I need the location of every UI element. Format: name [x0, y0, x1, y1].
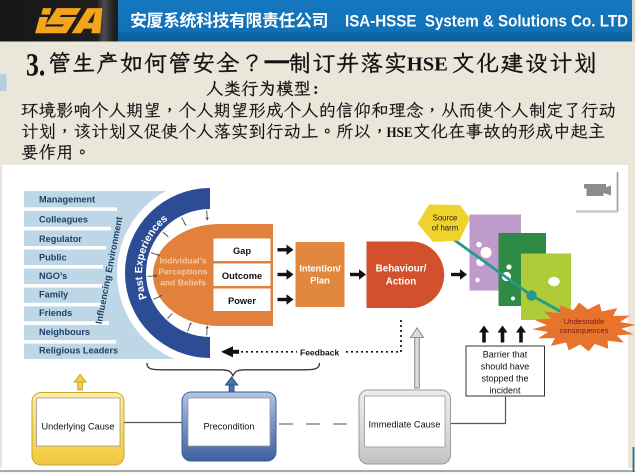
svg-text:Intention/: Intention/ [299, 264, 341, 274]
svg-text:should have: should have [481, 362, 530, 372]
svg-text:consequences: consequences [560, 326, 609, 335]
svg-text:Behaviour/: Behaviour/ [376, 264, 427, 275]
svg-text:Public: Public [39, 253, 67, 263]
svg-text:Friends: Friends [39, 308, 72, 318]
svg-text:Regulator: Regulator [39, 234, 82, 244]
svg-text:Action: Action [386, 277, 416, 288]
svg-text:incident: incident [489, 386, 521, 396]
svg-text:of harm: of harm [432, 224, 458, 233]
svg-text:Neighbours: Neighbours [39, 327, 90, 337]
svg-text:Family: Family [39, 290, 69, 300]
svg-text:stopped the: stopped the [481, 374, 528, 384]
svg-text:3.: 3. [26, 48, 45, 84]
svg-text:Feedback: Feedback [300, 347, 339, 357]
svg-text:Immediate Cause: Immediate Cause [368, 420, 440, 430]
svg-text:Management: Management [39, 195, 95, 205]
svg-text:Underlying Cause: Underlying Cause [41, 422, 114, 432]
svg-text:Colleagues: Colleagues [39, 215, 88, 225]
svg-text:Plan: Plan [310, 276, 330, 286]
svg-text:Source: Source [433, 214, 458, 223]
svg-text:and Beliefs: and Beliefs [160, 278, 206, 288]
svg-text:Barrier that: Barrier that [483, 350, 528, 360]
svg-text:Gap: Gap [233, 246, 251, 256]
svg-text:Perceptions: Perceptions [158, 267, 207, 277]
svg-text:Religious Leaders: Religious Leaders [39, 346, 118, 356]
svg-text:NGO’s: NGO’s [39, 271, 67, 281]
svg-text:ISA-HSSE System & Solutions C: ISA-HSSE System & Solutions Co. LTD [345, 12, 628, 31]
svg-text::: : [313, 79, 319, 98]
svg-text:HSE: HSE [407, 54, 448, 76]
svg-text:Undesirable: Undesirable [564, 317, 605, 326]
svg-text:HSE: HSE [387, 125, 413, 141]
svg-text:Power: Power [228, 296, 256, 306]
svg-text:Outcome: Outcome [222, 271, 262, 281]
svg-text:Precondition: Precondition [203, 422, 254, 432]
svg-text:Individual’s: Individual’s [160, 256, 207, 266]
